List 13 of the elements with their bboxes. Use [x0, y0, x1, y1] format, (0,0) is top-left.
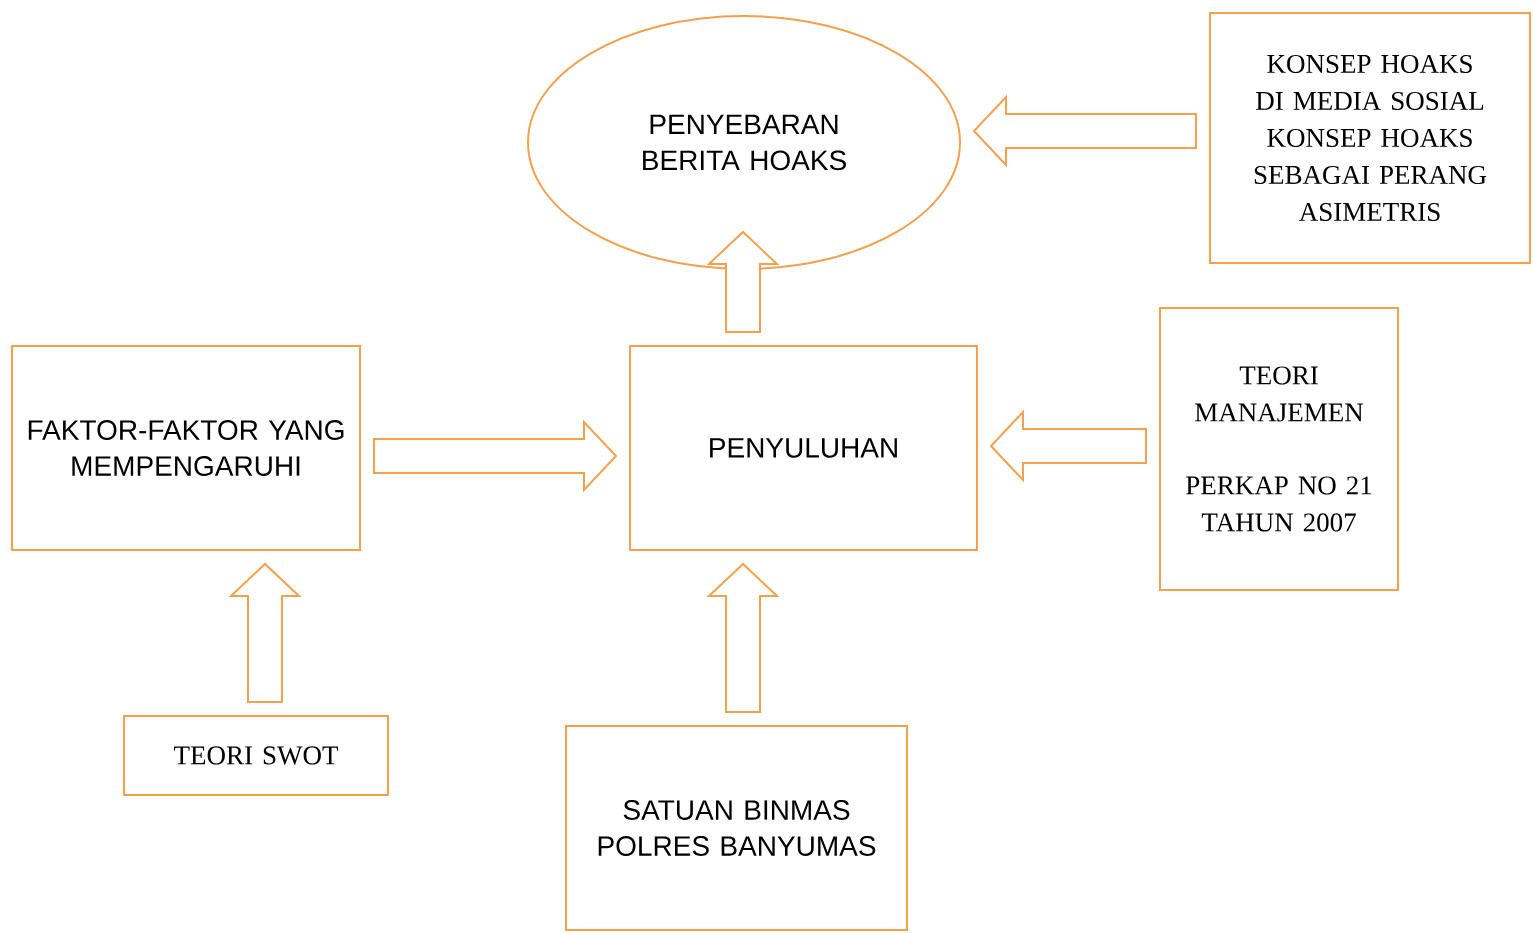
text-box: PENYULUHAN [629, 345, 978, 551]
text-box: TEORI MANAJEMEN PERKAP NO 21 TAHUN 2007 [1159, 307, 1399, 591]
ellipse-node: PENYEBARAN BERITA HOAKS [527, 15, 961, 270]
block-arrow [373, 419, 618, 493]
block-arrow [228, 562, 302, 703]
text-box: SATUAN BINMAS POLRES BANYUMAS [565, 725, 908, 931]
block-arrow [972, 94, 1197, 168]
block-arrow [706, 230, 780, 333]
block-arrow [706, 562, 780, 713]
text-box: TEORI SWOT [123, 715, 389, 796]
text-box: FAKTOR-FAKTOR YANG MEMPENGARUHI [11, 345, 361, 551]
block-arrow [989, 409, 1147, 483]
text-box: KONSEP HOAKS DI MEDIA SOSIAL KONSEP HOAKS SEBAGAI PERANG ASIMETRIS [1209, 12, 1531, 264]
